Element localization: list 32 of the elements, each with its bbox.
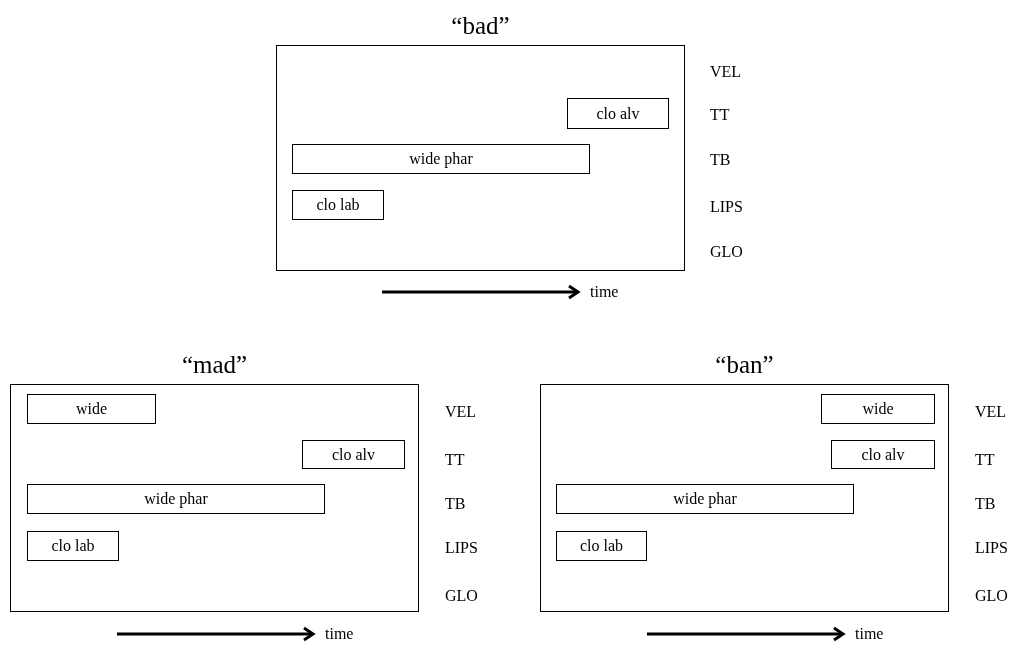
tier-label: LIPS [710,198,743,216]
gesture-box: wide phar [292,144,590,174]
panel-title: “bad” [450,12,511,40]
gesture-box: clo alv [302,440,405,469]
tier-label: GLO [710,243,743,261]
tier-label: LIPS [445,539,478,557]
tier-label: TB [445,495,466,513]
tier-label: TT [975,451,995,469]
tier-label: GLO [445,587,478,605]
gesture-box: wide phar [27,484,325,514]
tier-label: VEL [975,403,1007,421]
tier-label: LIPS [975,539,1008,557]
axis-label: time [590,283,619,301]
tier-label: TB [710,151,731,169]
gesture-box: clo lab [556,531,647,561]
gesture-box: wide phar [556,484,854,514]
panel-title: “ban” [714,351,775,379]
tier-label: VEL [445,403,477,421]
gesture-box: clo lab [292,190,384,220]
axis-label: time [325,625,354,643]
gesture-box: clo lab [27,531,119,561]
panel-title: “mad” [180,351,249,379]
tier-label: GLO [975,587,1008,605]
gesture-box: clo alv [567,98,669,129]
gesture-box: wide [27,394,156,424]
gesture-box: wide [821,394,935,424]
tier-label: TT [710,106,730,124]
tier-label: TT [445,451,465,469]
tier-label: TB [975,495,996,513]
axis-label: time [855,625,884,643]
tier-label: VEL [710,63,742,81]
gesture-box: clo alv [831,440,935,469]
